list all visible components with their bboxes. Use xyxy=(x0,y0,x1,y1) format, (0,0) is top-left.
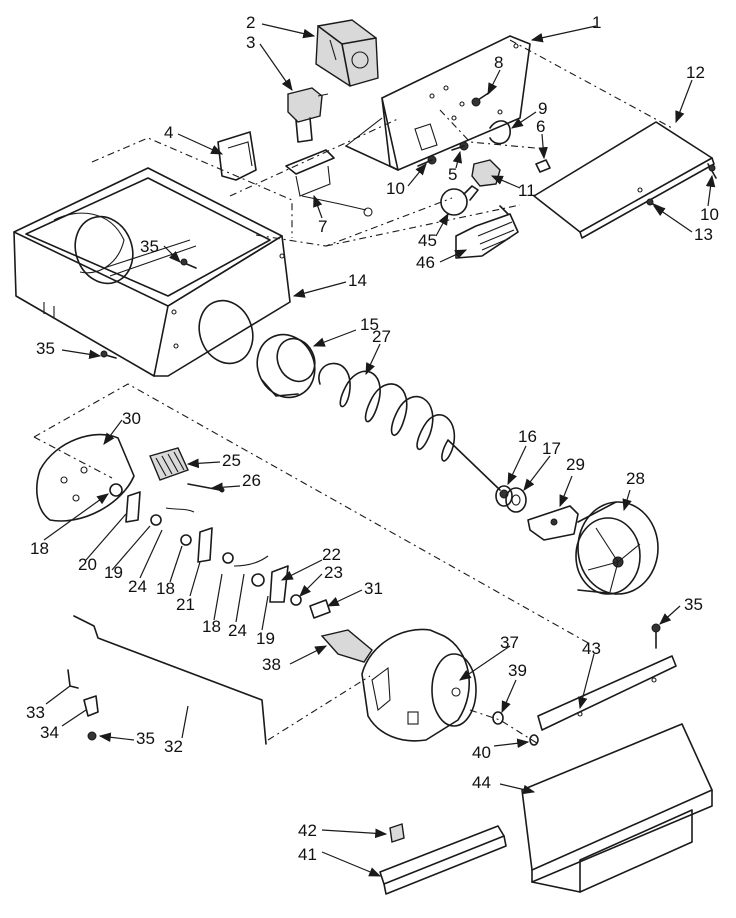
part-socket-11 xyxy=(471,159,501,187)
callout-11: 11 xyxy=(518,181,536,200)
callout-2: 2 xyxy=(246,13,256,32)
part-brush-25 xyxy=(149,447,189,481)
callout-39: 39 xyxy=(508,661,527,680)
part-bracket-29 xyxy=(527,505,579,541)
callout-4: 4 xyxy=(164,123,174,142)
callout-16: 16 xyxy=(518,427,537,446)
callout-46: 46 xyxy=(416,253,435,272)
callout-18-a: 18 xyxy=(30,539,49,558)
part-cover-12 xyxy=(533,121,715,239)
callout-35-a: 35 xyxy=(140,237,159,256)
callout-7: 7 xyxy=(318,217,328,236)
callout-3: 3 xyxy=(246,33,256,52)
callout-leaders xyxy=(43,23,716,877)
part-bearing-15 xyxy=(256,333,316,399)
part-control-plate-1 xyxy=(345,35,531,171)
callout-25: 25 xyxy=(222,451,241,470)
part-clip-42 xyxy=(389,823,405,843)
part-auger-27 xyxy=(318,362,509,499)
callout-24-b: 24 xyxy=(228,621,247,640)
callout-19-a: 19 xyxy=(104,563,123,582)
part-rod-32 xyxy=(73,615,267,745)
part-gear-motor-37 xyxy=(361,628,477,742)
part-bracket-43 xyxy=(537,623,677,731)
callout-35-d: 35 xyxy=(136,729,155,748)
callout-41: 41 xyxy=(298,845,317,864)
part-relay-2 xyxy=(315,19,379,87)
callout-28: 28 xyxy=(626,469,645,488)
callout-22: 22 xyxy=(322,545,341,564)
part-washers-39-40 xyxy=(492,711,539,746)
part-bracket-4 xyxy=(217,131,257,181)
part-bulb-45 xyxy=(440,185,479,216)
callout-10-right: 10 xyxy=(700,205,719,224)
callout-32: 32 xyxy=(164,737,183,756)
callout-35-b: 35 xyxy=(36,339,55,358)
callout-35-c: 35 xyxy=(684,595,703,614)
part-wheel-28 xyxy=(575,501,659,595)
callout-23: 23 xyxy=(324,563,343,582)
callout-15: 15 xyxy=(360,315,379,334)
part-housing-14 xyxy=(13,167,291,377)
part-screws-5-10 xyxy=(417,141,469,167)
callout-18-b: 18 xyxy=(156,579,175,598)
part-bushing-17 xyxy=(505,487,527,513)
callout-44: 44 xyxy=(472,773,491,792)
callout-29: 29 xyxy=(566,455,585,474)
callout-5: 5 xyxy=(448,165,458,184)
part-switch-3 xyxy=(287,87,329,143)
callout-14: 14 xyxy=(348,271,367,290)
callout-30: 30 xyxy=(122,409,141,428)
callout-13: 13 xyxy=(694,225,713,244)
callout-24-a: 24 xyxy=(128,577,147,596)
callout-1: 1 xyxy=(592,13,602,32)
callout-27: 27 xyxy=(372,327,391,346)
part-plate-30 xyxy=(36,433,135,522)
part-screws-35 xyxy=(100,258,197,359)
callout-6: 6 xyxy=(536,117,546,136)
callout-19-b: 19 xyxy=(256,629,275,648)
part-box-44 xyxy=(521,723,713,893)
callout-34: 34 xyxy=(40,723,59,742)
part-screws-10-13 xyxy=(646,163,717,209)
callout-10-left: 10 xyxy=(386,179,405,198)
callout-8: 8 xyxy=(494,53,504,72)
callout-26: 26 xyxy=(242,471,261,490)
callout-40: 40 xyxy=(472,743,491,762)
callout-43: 43 xyxy=(582,639,601,658)
part-rail-41 xyxy=(379,825,507,895)
assembly-lines xyxy=(33,39,673,746)
callout-20: 20 xyxy=(78,555,97,574)
callout-33: 33 xyxy=(26,703,45,722)
callout-42: 42 xyxy=(298,821,317,840)
part-clip-9 xyxy=(489,120,511,145)
callout-12: 12 xyxy=(686,63,705,82)
callout-9: 9 xyxy=(538,99,548,118)
part-chain-18-24 xyxy=(109,483,331,619)
callout-17: 17 xyxy=(542,439,561,458)
callout-31: 31 xyxy=(364,579,383,598)
part-clips-33-34 xyxy=(67,669,99,741)
part-nut-6 xyxy=(535,159,551,173)
callout-37: 37 xyxy=(500,633,519,652)
part-wire-bracket-7 xyxy=(285,149,373,217)
part-link-38 xyxy=(320,629,373,663)
callout-18-c: 18 xyxy=(202,617,221,636)
part-screw-8 xyxy=(471,91,491,107)
part-washer-16 xyxy=(495,485,513,507)
callout-45: 45 xyxy=(418,231,437,250)
callout-21: 21 xyxy=(176,595,195,614)
callout-38: 38 xyxy=(262,655,281,674)
